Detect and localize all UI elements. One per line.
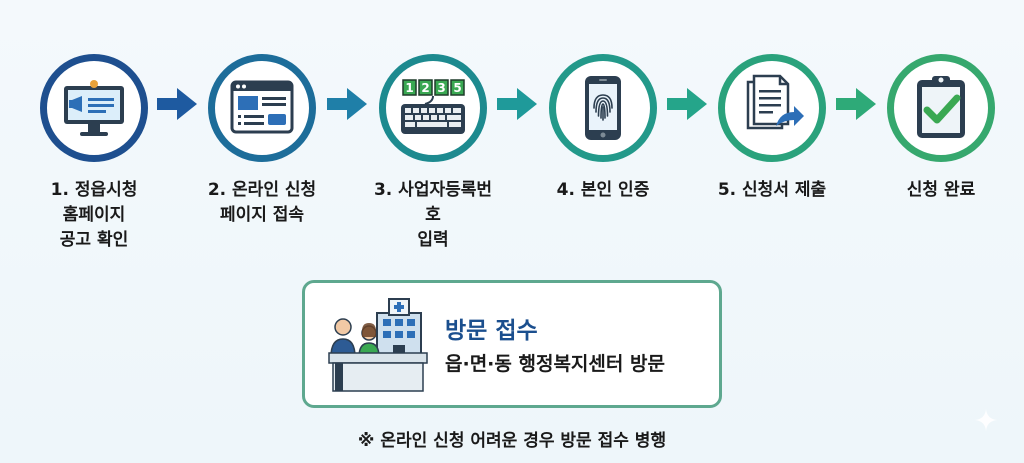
visit-title: 방문 접수 [445,318,538,344]
keyboard-number-icon: 1 2 3 5 [401,79,465,134]
visit-subtitle: 읍·면·동 행정복지센터 방문 [445,353,665,375]
arrow-right-icon [157,88,197,120]
step-6: 신청 완료 [876,54,1006,203]
step-1-circle [40,54,148,162]
sparkle-icon [975,409,997,431]
step-3: 1 2 3 5 3. 사업자등록번호 입력 [368,54,498,253]
arrow-right-icon [327,88,367,120]
key-5: 5 [453,81,461,95]
number-keys: 1 2 3 5 [402,79,465,96]
fingerprint-phone-icon [585,76,621,140]
step-6-circle [887,54,995,162]
step-2-label: 2. 온라인 신청 페이지 접속 [207,180,317,225]
step-4-label: 4. 본인 인증 [556,180,650,200]
step-2: 2. 온라인 신청 페이지 접속 [197,54,327,228]
step-5: 5. 신청서 제출 [707,54,837,203]
step-4: 4. 본인 인증 [538,54,668,203]
footnote: ※ 온라인 신청 어려운 경우 방문 접수 병행 [357,431,667,451]
step-5-label: 5. 신청서 제출 [717,180,827,200]
key-1: 1 [405,81,413,95]
key-3: 3 [437,81,445,95]
step-3-label: 3. 사업자등록번호 입력 [373,180,493,250]
step-1-label: 1. 정읍시청 홈페이지 공고 확인 [50,180,138,250]
service-desk-icon [328,298,428,392]
clipboard-check-icon [917,76,965,138]
step-4-circle [549,54,657,162]
step-2-circle [208,54,316,162]
step-1: 1. 정읍시청 홈페이지 공고 확인 [29,54,159,253]
step-5-circle [718,54,826,162]
step-6-label: 신청 완료 [906,180,976,200]
arrow-right-icon [667,88,707,120]
visit-reception-box: 방문 접수 읍·면·동 행정복지센터 방문 [302,280,722,408]
arrow-right-icon [497,88,537,120]
webpage-form-icon [230,80,294,134]
monitor-announcement-icon [64,80,124,136]
document-submit-icon [746,74,804,130]
step-3-circle: 1 2 3 5 [379,54,487,162]
key-2: 2 [421,81,429,95]
arrow-right-icon [836,88,876,120]
